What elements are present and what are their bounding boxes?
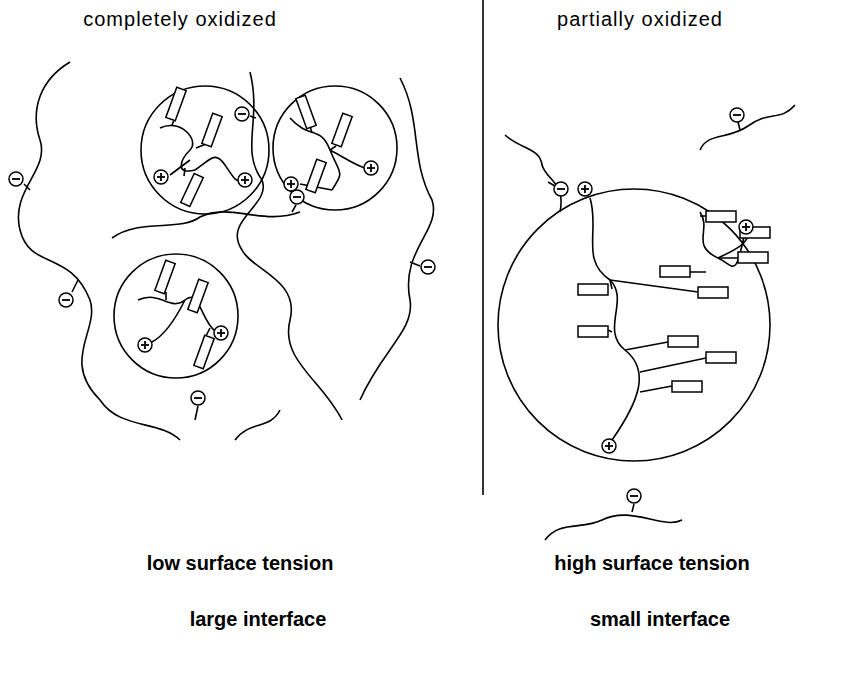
side-group (698, 287, 728, 298)
anion-chain (18, 62, 180, 440)
cation-charge (138, 338, 152, 352)
side-group (194, 335, 214, 368)
stub (24, 184, 30, 190)
side-group (306, 159, 326, 192)
anion-chain (700, 105, 795, 150)
side-group (296, 95, 316, 128)
divider-line (482, 0, 484, 495)
anion-chain (112, 212, 300, 238)
cation-charge (238, 173, 252, 187)
property-label: large interface (190, 608, 327, 631)
side-group (706, 352, 736, 363)
side-group (166, 87, 186, 120)
polymer-chain (166, 292, 210, 336)
anion-charge (554, 182, 568, 196)
side-group (672, 381, 702, 392)
cation-charge (154, 170, 168, 184)
property-label: low surface tension (147, 552, 334, 575)
polymer-chain (608, 216, 758, 392)
particle-circle (141, 86, 269, 214)
anion-chain (235, 410, 280, 440)
anion-charge (235, 107, 249, 121)
polymer-chain (170, 118, 206, 176)
particle-circle (498, 189, 770, 461)
stub (250, 116, 256, 118)
anion-charge (730, 108, 744, 122)
polymer-chain (590, 198, 639, 440)
column-heading: partially oxidized (557, 8, 723, 31)
anion-charge (421, 260, 435, 274)
anion-charge (627, 489, 641, 503)
particle-circle (114, 254, 238, 378)
anion-chain (505, 135, 561, 212)
stub (632, 504, 634, 512)
cation-charge (214, 326, 228, 340)
anion-chain (360, 78, 434, 400)
side-group (738, 252, 768, 263)
side-group (181, 173, 204, 206)
column-heading: completely oxidized (83, 8, 277, 31)
stub (738, 122, 740, 130)
property-label: high surface tension (554, 552, 750, 575)
particle-circle (273, 86, 397, 210)
anion-chain (237, 72, 342, 420)
cation-charge (602, 439, 616, 453)
side-group (668, 336, 698, 347)
side-group (660, 266, 690, 277)
stub (410, 262, 420, 266)
stub (72, 280, 78, 292)
side-group (578, 284, 608, 295)
side-group (578, 326, 608, 337)
side-group (202, 113, 222, 146)
side-group (706, 211, 736, 222)
cation-charge (739, 220, 753, 234)
cation-charge (284, 177, 298, 191)
side-group (188, 279, 208, 312)
cation-charge (364, 161, 378, 175)
side-group (155, 260, 175, 293)
stub (195, 406, 198, 420)
anion-chain (545, 515, 682, 540)
anion-charge (191, 391, 205, 405)
anion-charge (290, 190, 304, 204)
anion-charge (9, 172, 23, 186)
stub (292, 205, 296, 212)
stub (548, 182, 555, 186)
cation-charge (578, 182, 592, 196)
anion-charge (59, 293, 73, 307)
property-label: small interface (590, 608, 730, 631)
polymer-chain (290, 118, 365, 190)
side-group (332, 113, 352, 146)
